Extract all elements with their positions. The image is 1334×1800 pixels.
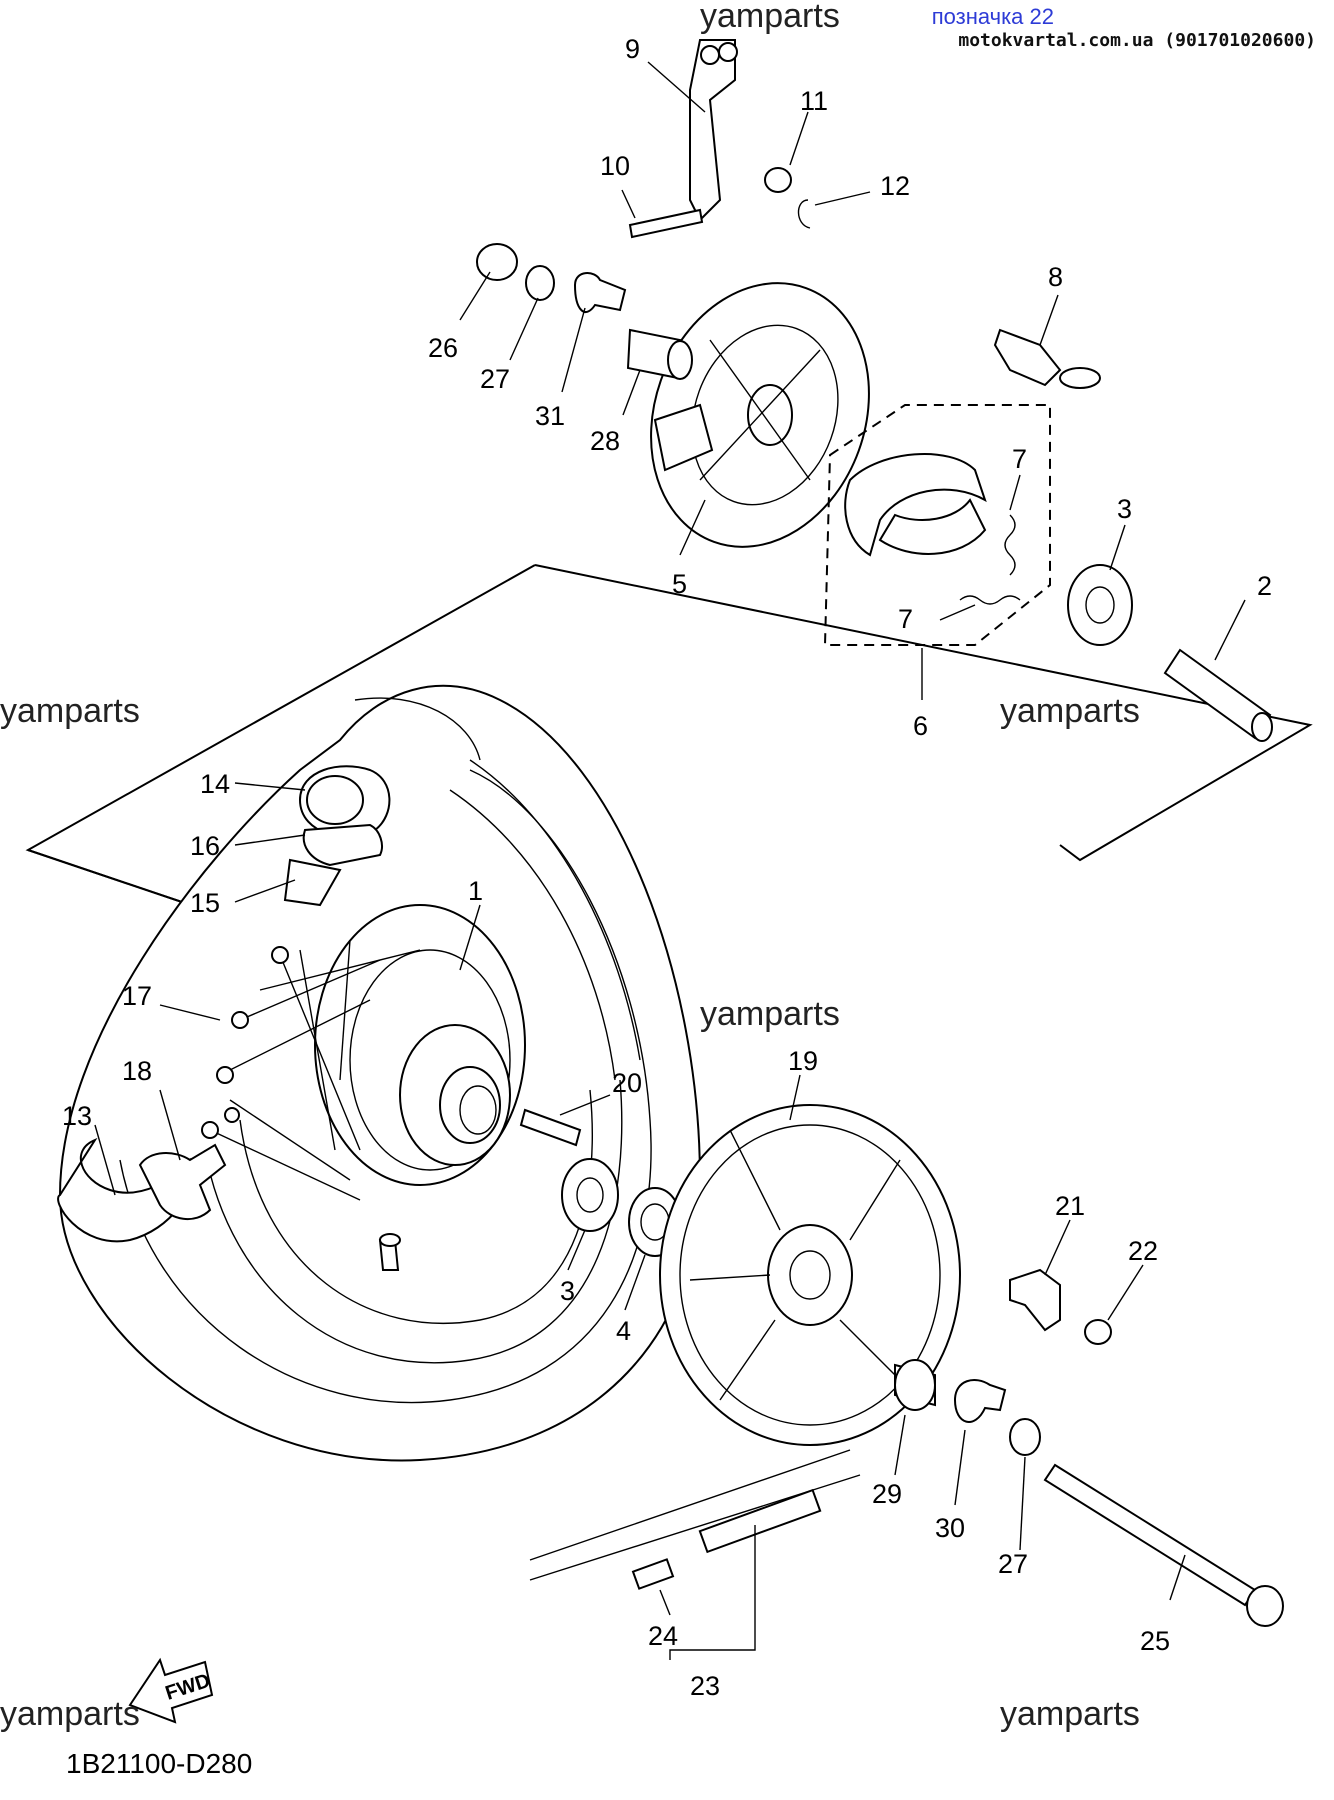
callout-31: 31 — [535, 401, 565, 431]
callout-20: 20 — [612, 1068, 642, 1098]
wheel-hub — [201, 904, 526, 1271]
callout-26: 26 — [428, 333, 458, 363]
watermark: yamparts — [0, 692, 140, 730]
plain-washer-upper — [525, 265, 555, 301]
callout-25: 25 — [1140, 1626, 1170, 1656]
callout-5: 5 — [672, 569, 687, 599]
rear-sprocket — [659, 1104, 961, 1446]
callout-14: 14 — [200, 769, 230, 799]
callout-3: 3 — [1117, 494, 1132, 524]
source-site: motokvartal.com.ua (901701020600) — [958, 30, 1316, 51]
callout-27: 27 — [998, 1549, 1028, 1579]
chain-adjuster — [1009, 1268, 1061, 1332]
axle-nut-upper — [476, 243, 518, 281]
tube-clamp — [138, 1143, 227, 1221]
callout-3: 3 — [560, 1276, 575, 1306]
callout-7: 7 — [898, 604, 913, 634]
chain-puller-lower — [953, 1379, 1007, 1423]
bearing-lower — [561, 1158, 619, 1232]
circlip — [797, 199, 811, 229]
callout-30: 30 — [935, 1513, 965, 1543]
chain-puller-upper — [573, 272, 627, 313]
callout-27: 27 — [480, 364, 510, 394]
brake-camshaft — [993, 328, 1101, 389]
leader-lines — [94, 61, 1246, 1660]
bearing-upper — [1067, 564, 1133, 646]
callout-28: 28 — [590, 426, 620, 456]
callout-6: 6 — [913, 711, 928, 741]
callout-7: 7 — [1012, 444, 1027, 474]
watermark: yamparts — [1000, 1695, 1140, 1733]
callout-9: 9 — [625, 34, 640, 64]
lever-nut — [764, 167, 792, 193]
page-badge: позначка 22 — [931, 4, 1054, 29]
callout-10: 10 — [600, 151, 630, 181]
callout-29: 29 — [872, 1479, 902, 1509]
callout-24: 24 — [648, 1621, 678, 1651]
drive-chain — [529, 1449, 861, 1590]
watermark: yamparts — [0, 1695, 140, 1733]
callout-21: 21 — [1055, 1191, 1085, 1221]
callout-4: 4 — [616, 1316, 631, 1346]
watermark: yamparts — [1000, 692, 1140, 730]
axle-collar — [1163, 648, 1273, 742]
callout-8: 8 — [1048, 262, 1063, 292]
plain-washer-lower — [1009, 1418, 1041, 1456]
collar-upper — [626, 328, 693, 380]
callout-1: 1 — [468, 876, 483, 906]
callout-19: 19 — [788, 1046, 818, 1076]
callout-17: 17 — [122, 981, 152, 1011]
callout-13: 13 — [62, 1101, 92, 1131]
collar-lower — [894, 1359, 936, 1411]
callout-23: 23 — [690, 1671, 720, 1701]
watermark: yamparts — [700, 995, 840, 1033]
callout-22: 22 — [1128, 1236, 1158, 1266]
cam-lever — [689, 39, 738, 222]
forward-arrow: FWD — [128, 1657, 214, 1724]
callout-15: 15 — [190, 888, 220, 918]
callout-2: 2 — [1257, 571, 1272, 601]
watermark: yamparts — [700, 0, 840, 35]
adjuster-nut — [1084, 1319, 1112, 1345]
diagram-code: 1B21100-D280 — [66, 1748, 253, 1779]
stud-bolt — [519, 1108, 582, 1147]
callout-16: 16 — [190, 831, 220, 861]
callout-12: 12 — [880, 171, 910, 201]
rim-band-and-tube — [283, 765, 391, 907]
callout-18: 18 — [122, 1056, 152, 1086]
brake-panel — [650, 282, 870, 548]
brake-shoe-kit — [823, 404, 1051, 646]
lever-bolt — [628, 208, 704, 239]
callout-11: 11 — [800, 86, 828, 116]
rear-axle — [1043, 1463, 1284, 1627]
